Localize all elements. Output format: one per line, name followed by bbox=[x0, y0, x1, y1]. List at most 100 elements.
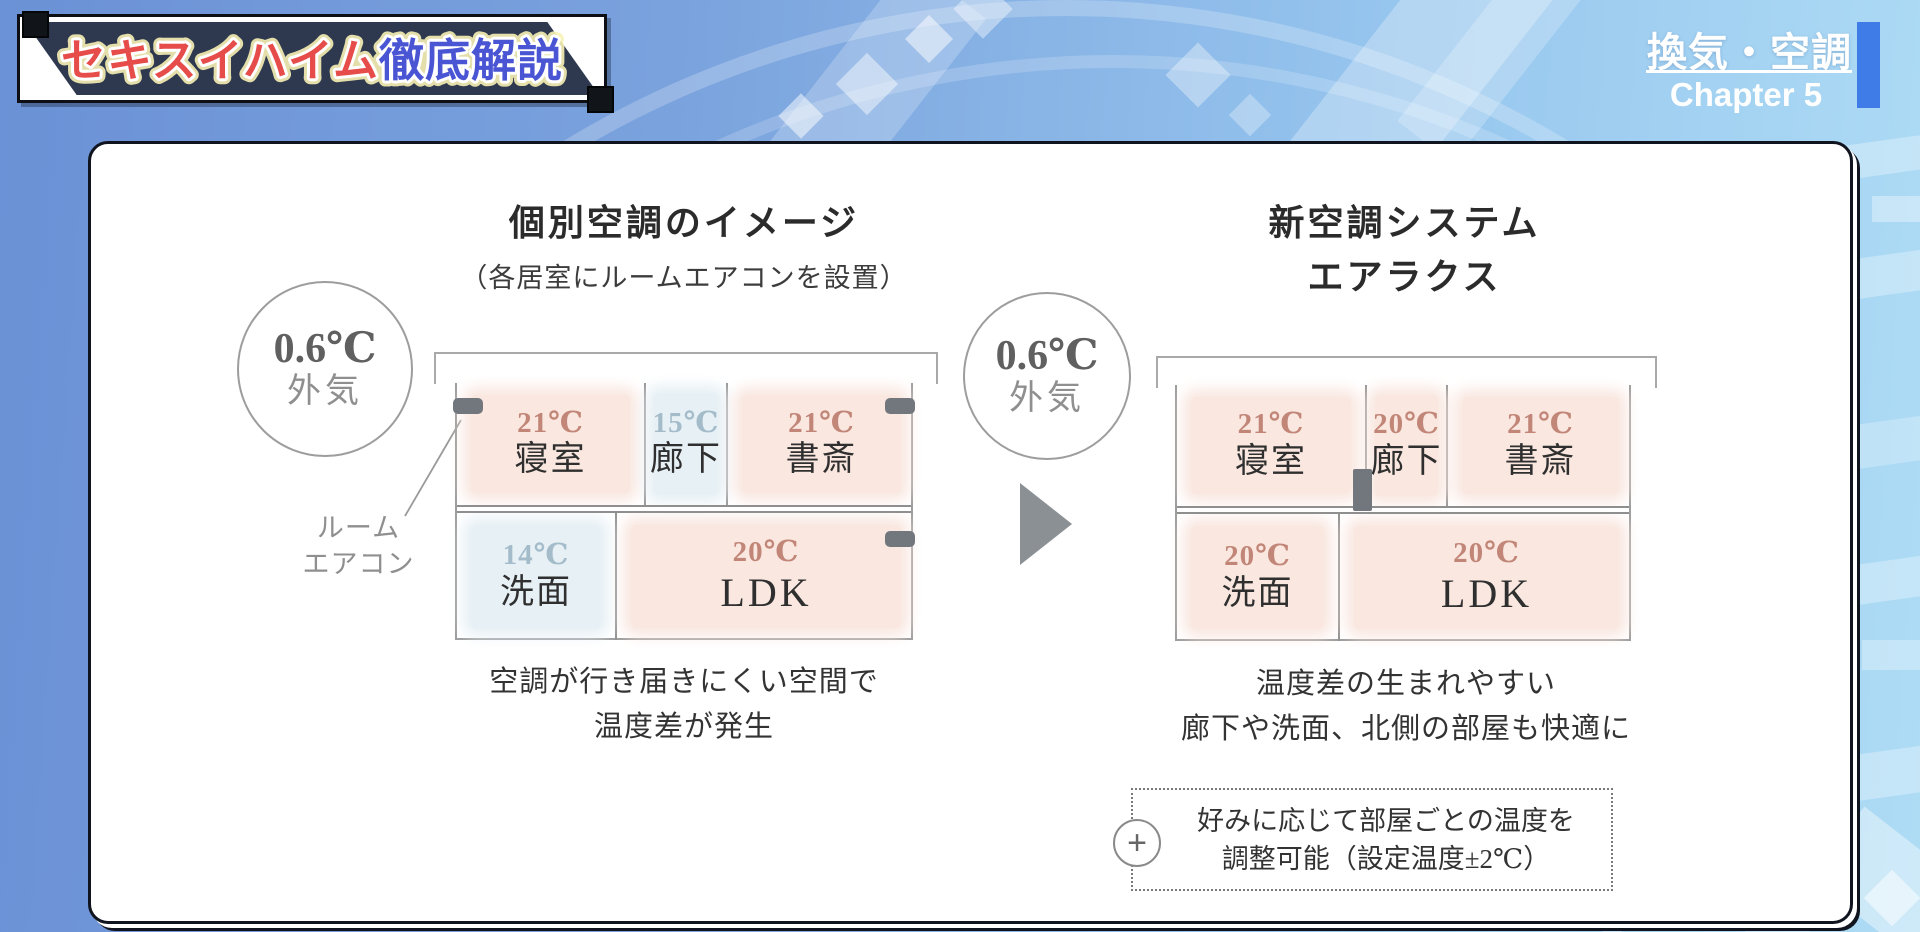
left-outdoor-circle: 0.6℃ 外気 bbox=[237, 281, 413, 457]
badge-corner-square-bottom-right bbox=[587, 86, 614, 113]
room-ac-label-line1: ルーム bbox=[316, 513, 401, 543]
note-line1: 好みに応じて部屋ごとの温度を bbox=[1197, 806, 1575, 836]
left-panel-subtitle: （各居室にルームエアコンを設置） bbox=[460, 263, 908, 293]
room-ac-unit-icon bbox=[885, 398, 915, 414]
left-panel-title: 個別空調のイメージ bbox=[508, 203, 860, 243]
badge-title-red: セキスイハイム bbox=[61, 35, 379, 86]
room-ac-unit-icon bbox=[885, 531, 915, 547]
right-outdoor-label: 外気 bbox=[1009, 379, 1085, 417]
room-bedroom: 21℃ 寝室 bbox=[457, 383, 644, 505]
badge-inner bbox=[25, 22, 599, 95]
room-glow bbox=[1354, 526, 1619, 629]
room-name: 廊下 bbox=[1370, 442, 1443, 480]
right-floor-plan: 21℃ 寝室 20℃ 廊下 21℃ 書斎 20℃ 洗面 20℃ LDK bbox=[1175, 385, 1631, 641]
room-name: 廊下 bbox=[650, 441, 722, 479]
bg-band bbox=[1842, 247, 1920, 303]
room-temp: 20℃ bbox=[1373, 408, 1440, 441]
ac-label-connector-line bbox=[404, 419, 462, 517]
badge-title-blue-glow: 徹底解説 bbox=[378, 35, 563, 86]
comparison-arrow-icon bbox=[1020, 483, 1072, 565]
left-plan-outer-wall bbox=[434, 352, 938, 384]
room-glow bbox=[742, 395, 901, 493]
room-name: LDK bbox=[1440, 571, 1533, 617]
chapter-underline bbox=[1646, 70, 1852, 73]
room-name: 書斎 bbox=[1504, 442, 1577, 480]
room-temp: 20℃ bbox=[1224, 540, 1291, 573]
room-ldk: 20℃ LDK bbox=[1340, 514, 1633, 641]
right-panel-title-line1: 新空調システム bbox=[1268, 203, 1541, 243]
room-corridor: 15℃ 廊下 bbox=[644, 383, 728, 505]
room-name: 書斎 bbox=[785, 441, 858, 479]
chapter-number: Chapter 5 bbox=[1669, 76, 1823, 113]
right-plan-outer-wall bbox=[1156, 356, 1657, 388]
room-temp: 21℃ bbox=[788, 406, 855, 439]
chapter-accent-bar bbox=[1857, 22, 1880, 108]
room-ac-label: ルーム エアコン bbox=[291, 510, 426, 582]
bg-band bbox=[1872, 196, 1920, 222]
bg-band bbox=[1842, 551, 1920, 609]
svg-text:セキスイハイム徹底解説: セキスイハイム徹底解説 bbox=[61, 35, 563, 86]
room-bedroom: 21℃ 寝室 bbox=[1177, 385, 1365, 506]
room-temp: 20℃ bbox=[1453, 536, 1520, 569]
content-card: 個別空調のイメージ （各居室にルームエアコンを設置） 0.6℃ 外気 21℃ 寝… bbox=[88, 141, 1853, 924]
note-text: 好みに応じて部屋ごとの温度を 調整可能（設定温度±2℃） bbox=[1169, 802, 1603, 878]
room-washroom: 20℃ 洗面 bbox=[1177, 514, 1340, 641]
room-name: 寝室 bbox=[1235, 442, 1307, 480]
bg-band bbox=[1842, 741, 1920, 805]
floor-plan-mid-wall bbox=[1177, 506, 1629, 514]
room-corridor: 20℃ 廊下 bbox=[1365, 385, 1448, 506]
room-name: 洗面 bbox=[500, 573, 572, 611]
room-ldk: 20℃ LDK bbox=[617, 513, 915, 640]
central-ac-duct-unit-icon bbox=[1353, 469, 1372, 511]
badge-dark-banner bbox=[25, 22, 599, 95]
room-study: 21℃ 書斎 bbox=[728, 383, 915, 505]
badge-title-red-glow: セキスイハイム bbox=[61, 35, 379, 86]
badge-corner-square-top-left bbox=[22, 11, 49, 38]
floor-plan-mid-wall bbox=[457, 505, 911, 513]
right-caption-line1: 温度差の生まれやすい bbox=[1255, 668, 1556, 700]
background-right-pattern bbox=[1842, 0, 1920, 932]
room-temp: 14℃ bbox=[502, 539, 570, 572]
room-glow bbox=[1375, 395, 1438, 496]
room-temp: 21℃ bbox=[517, 406, 584, 439]
room-study: 21℃ 書斎 bbox=[1448, 385, 1633, 506]
room-washroom: 14℃ 洗面 bbox=[457, 513, 617, 640]
left-outdoor-temp: 0.6℃ bbox=[273, 325, 377, 372]
left-floor-plan: 21℃ 寝室 15℃ 廊下 21℃ 書斎 14℃ 洗面 20℃ LDK bbox=[453, 383, 915, 640]
room-temp: 20℃ bbox=[732, 535, 800, 568]
right-panel-caption: 温度差の生まれやすい 廊下や洗面、北側の部屋も快適に bbox=[1126, 662, 1686, 752]
right-outdoor-circle: 0.6℃ 外気 bbox=[963, 292, 1131, 460]
room-temp: 21℃ bbox=[1237, 408, 1305, 441]
bg-band bbox=[1862, 640, 1920, 670]
room-glow bbox=[471, 525, 601, 628]
badge-title-blue: 徹底解説 bbox=[378, 35, 563, 86]
left-panel-caption: 空調が行き届きにくい空間で 温度差が発生 bbox=[404, 660, 964, 750]
right-caption-line2: 廊下や洗面、北側の部屋も快適に bbox=[1180, 713, 1631, 745]
room-name: 寝室 bbox=[514, 441, 587, 479]
room-temp: 15℃ bbox=[652, 406, 720, 439]
plus-icon: + bbox=[1113, 819, 1161, 867]
left-outdoor-label: 外気 bbox=[287, 372, 363, 410]
bg-band bbox=[1842, 132, 1920, 182]
right-outdoor-temp: 0.6℃ bbox=[995, 332, 1099, 379]
room-glow bbox=[471, 395, 630, 493]
note-line2: 調整可能（設定温度±2℃） bbox=[1221, 844, 1551, 874]
room-glow bbox=[1191, 526, 1324, 629]
right-panel-title-line2: エアラクス bbox=[1307, 257, 1502, 297]
left-caption-line1: 空調が行き届きにくい空間で bbox=[489, 666, 879, 698]
room-temp: 21℃ bbox=[1507, 408, 1574, 441]
temperature-adjust-note: + 好みに応じて部屋ごとの温度を 調整可能（設定温度±2℃） bbox=[1113, 788, 1613, 891]
left-caption-line2: 温度差が発生 bbox=[593, 711, 774, 743]
room-glow bbox=[1191, 397, 1351, 494]
chapter-category: 換気・空調 bbox=[1647, 31, 1852, 75]
badge-title-text: セキスイハイム徹底解説 セキスイハイム徹底解説 bbox=[55, 29, 568, 92]
room-glow bbox=[1462, 397, 1619, 494]
svg-text:セキスイハイム徹底解説: セキスイハイム徹底解説 bbox=[61, 35, 563, 86]
room-glow bbox=[631, 525, 901, 628]
room-ac-label-line2: エアコン bbox=[302, 549, 415, 579]
room-ac-unit-icon bbox=[453, 398, 483, 414]
room-glow bbox=[654, 393, 718, 495]
program-title-badge: セキスイハイム徹底解説 セキスイハイム徹底解説 bbox=[17, 11, 614, 113]
bg-band bbox=[1842, 411, 1920, 473]
room-name: LDK bbox=[720, 570, 812, 616]
